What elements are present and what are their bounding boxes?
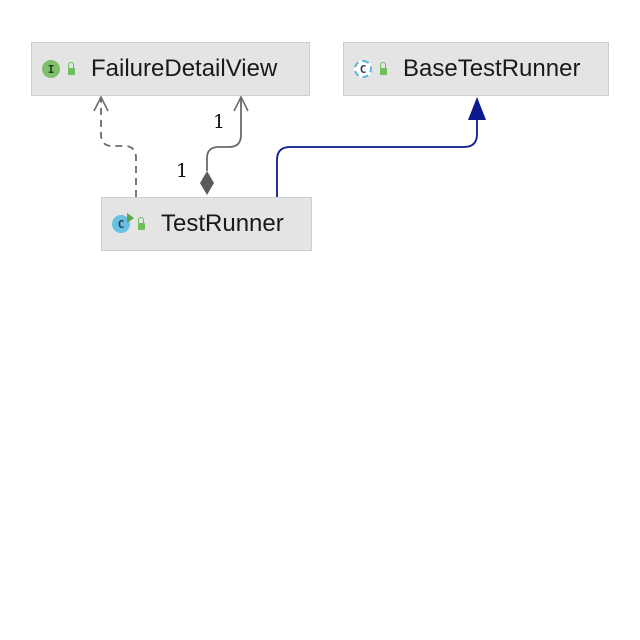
composition-target-multiplicity: 1 bbox=[213, 111, 226, 133]
generalization-arrowhead bbox=[468, 97, 486, 120]
public-visibility-icon bbox=[138, 216, 145, 230]
public-visibility-icon bbox=[380, 61, 387, 75]
class-node-test-runner[interactable]: C TestRunner bbox=[101, 197, 312, 251]
class-letter: C bbox=[117, 217, 125, 231]
class-name: BaseTestRunner bbox=[403, 55, 581, 82]
interface-icon: I bbox=[42, 60, 60, 78]
run-icon bbox=[127, 213, 134, 223]
composition-edge[interactable] bbox=[206, 97, 242, 171]
class-node-failure-detail-view[interactable]: I FailureDetailView bbox=[31, 42, 310, 96]
class-name: TestRunner bbox=[161, 210, 284, 237]
realization-edge[interactable] bbox=[100, 97, 137, 197]
runnable-class-icon: C bbox=[112, 213, 134, 233]
generalization-edge[interactable] bbox=[276, 120, 478, 197]
public-visibility-icon bbox=[68, 61, 75, 75]
composition-diamond bbox=[200, 171, 214, 195]
abstract-class-icon: C bbox=[354, 60, 372, 78]
composition-source-multiplicity: 1 bbox=[176, 160, 189, 182]
composition-arrowhead bbox=[233, 95, 249, 112]
class-name: FailureDetailView bbox=[91, 55, 278, 82]
class-node-base-test-runner[interactable]: C BaseTestRunner bbox=[343, 42, 609, 96]
realization-arrowhead bbox=[93, 95, 109, 112]
